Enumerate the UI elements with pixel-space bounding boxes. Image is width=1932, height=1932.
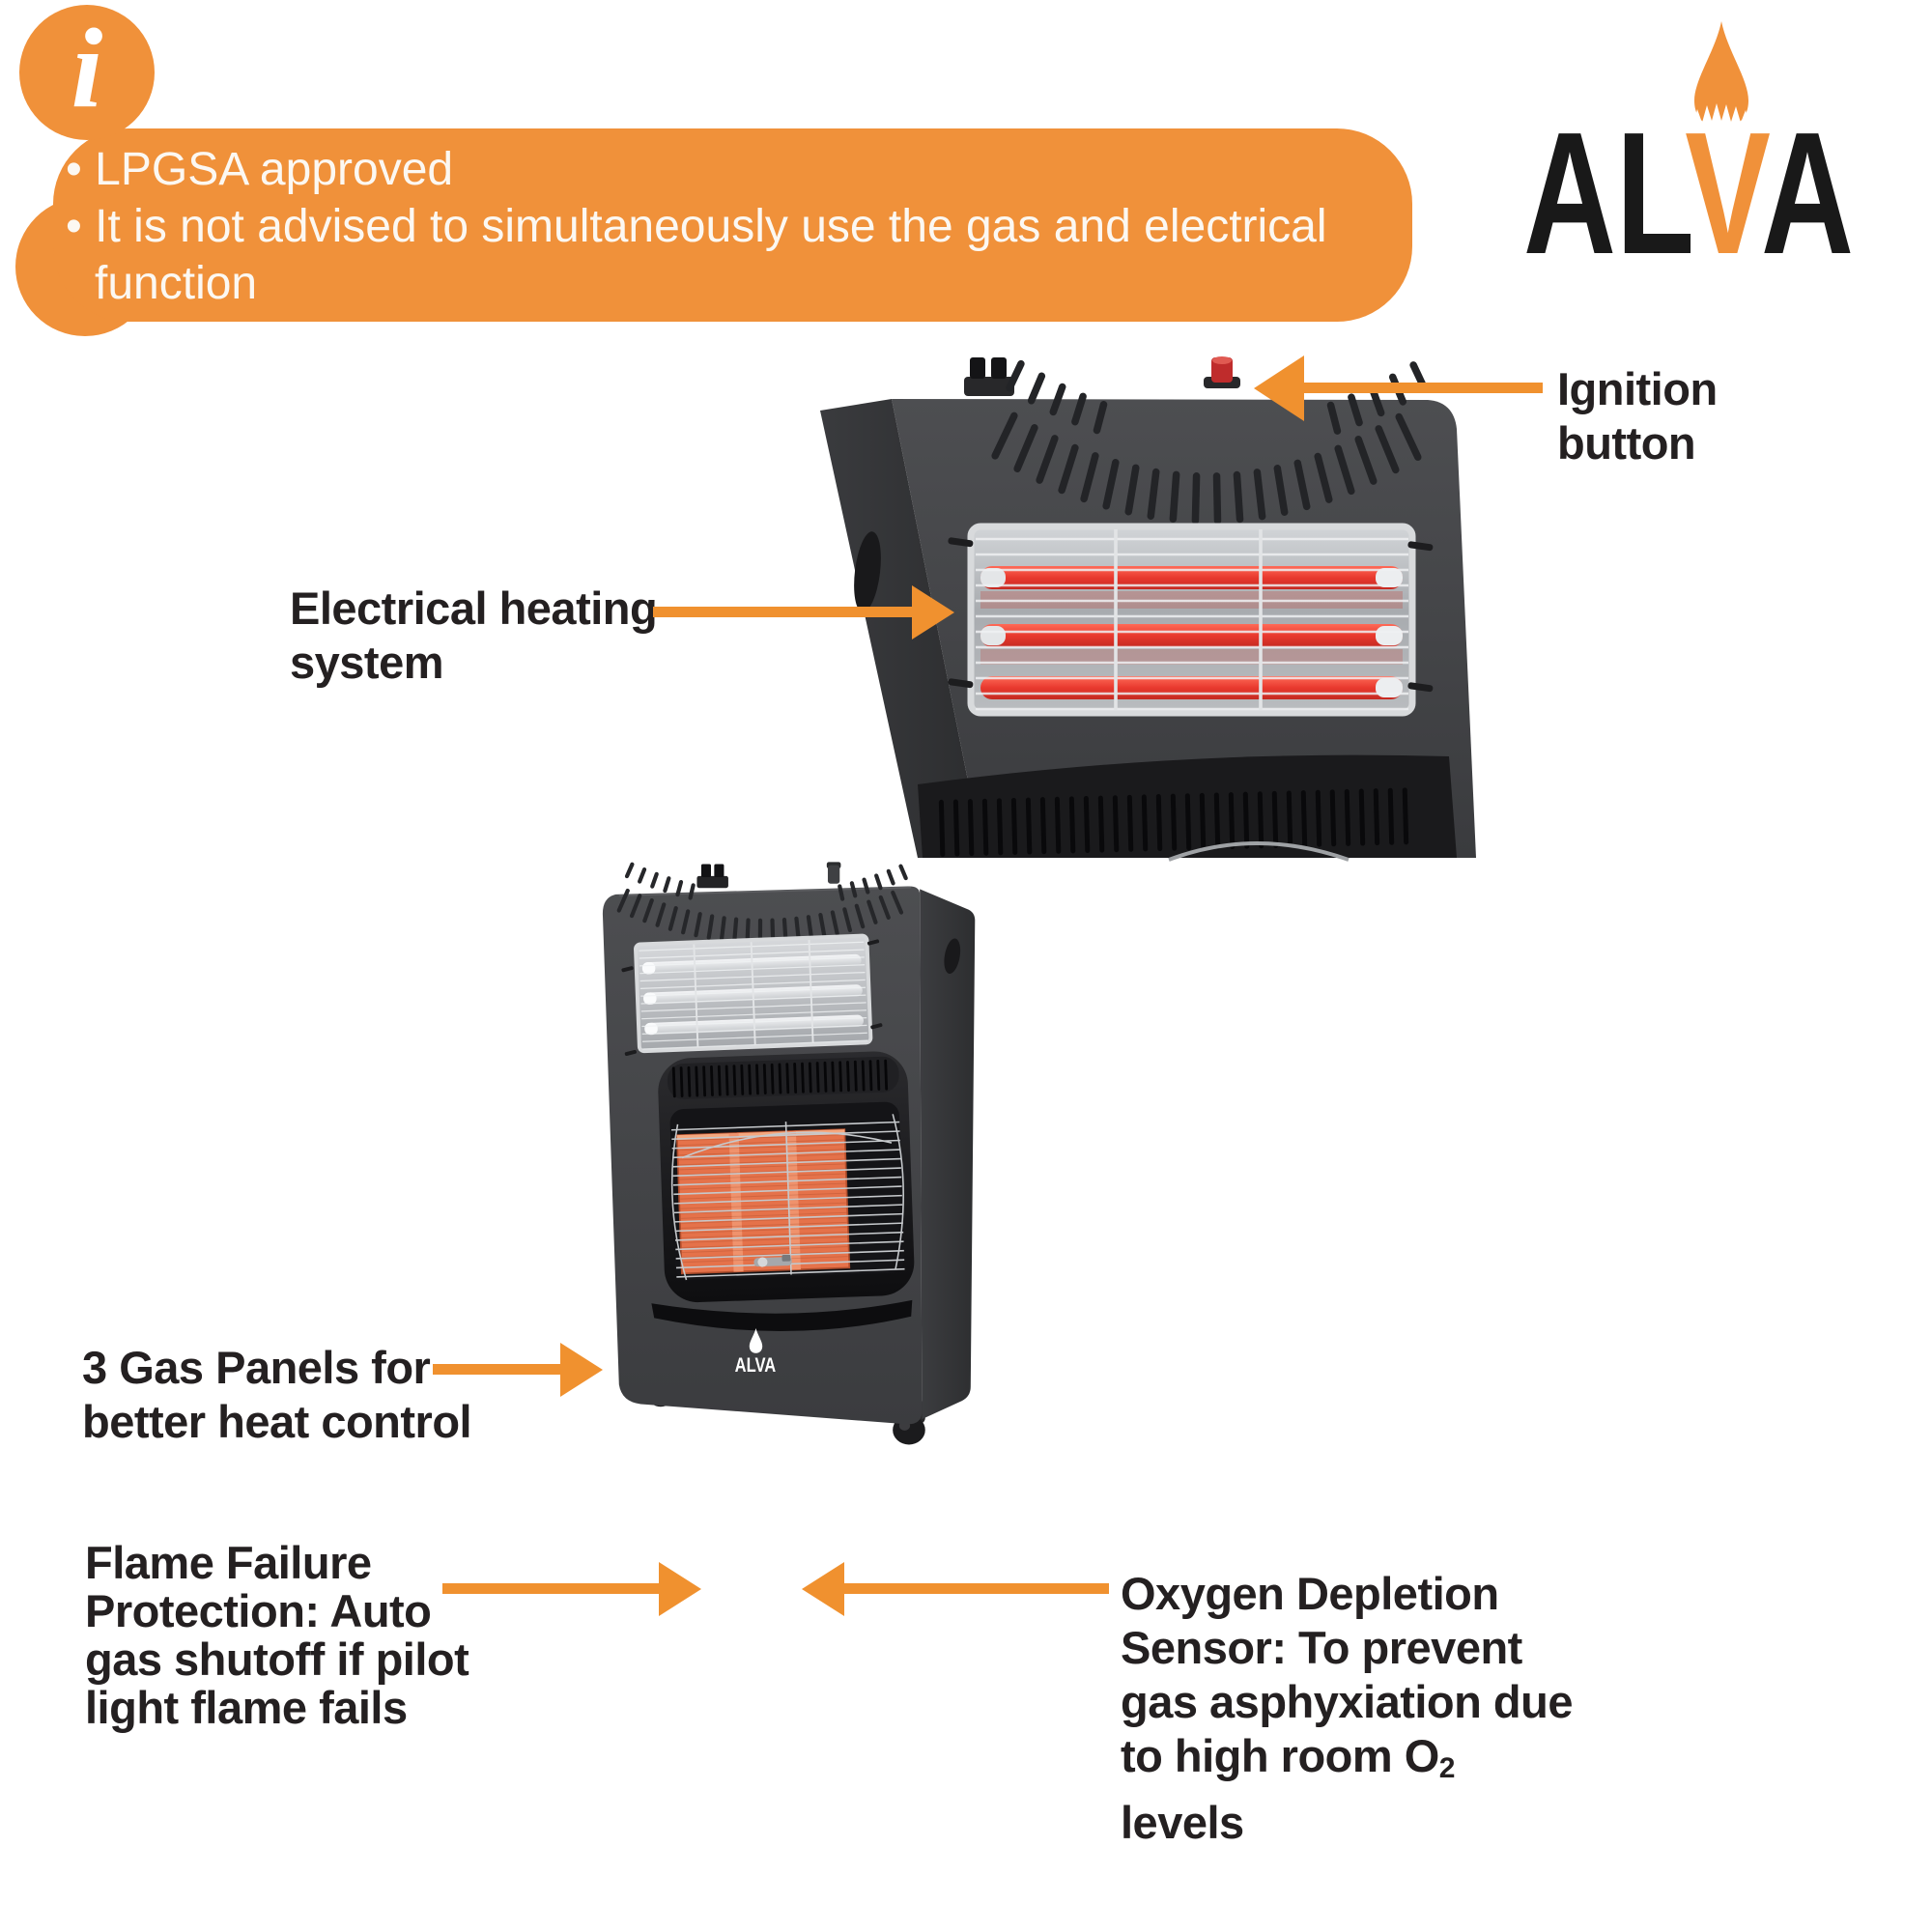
heater-brand-badge: ALVA — [735, 1328, 777, 1377]
gas-door-top — [918, 754, 1457, 862]
ignition-button-red — [1204, 356, 1240, 388]
power-switch — [696, 864, 728, 889]
badge-wordmark: ALVA — [735, 1353, 777, 1377]
brand-wordmark: ALVA — [1523, 97, 1854, 280]
info-banner — [53, 128, 1412, 322]
top-vents — [616, 862, 908, 945]
banner-bullet-item: • LPGSA approved — [66, 144, 454, 195]
badge-flame-icon — [749, 1328, 763, 1353]
electrical-arrow — [653, 607, 912, 617]
callout-ignition-label: Ignition button — [1557, 363, 1718, 469]
oxygen-arrow — [844, 1583, 1109, 1594]
callout-oxygen-label: Oxygen Depletion Sensor: To prevent gas … — [1121, 1568, 1573, 1848]
power-switch — [964, 357, 1014, 396]
brand-flame-icon — [1694, 21, 1748, 128]
ceramic-texture — [678, 1134, 848, 1268]
heater-full-photo: ALVA — [602, 862, 976, 1445]
brand-flame-teeth — [1692, 103, 1750, 129]
banner-bullet-item: • It is not advised to simultaneously us… — [66, 201, 1327, 309]
info-icon-bubble: i — [19, 5, 155, 140]
subscript-2: 2 — [1438, 1752, 1456, 1784]
heater-side-panel — [820, 399, 983, 858]
side-handle-cutout — [944, 938, 961, 975]
door-vent-slats — [671, 1059, 889, 1098]
gas-door — [658, 1051, 915, 1303]
pilot-assembly — [753, 1254, 792, 1267]
info-banner-text: • LPGSA approved • It is not advised to … — [66, 141, 1391, 312]
callout-electrical-label: Electrical heating system — [290, 582, 658, 688]
top-vents — [991, 359, 1429, 525]
ceramic-gas-panel — [675, 1128, 851, 1275]
electric-grill — [948, 523, 1434, 717]
brand-logo: ALVA — [1523, 21, 1854, 280]
info-icon: i — [71, 5, 103, 131]
heater-top-photo — [820, 356, 1476, 862]
ignition-arrow — [1304, 383, 1543, 393]
grill-wires — [976, 537, 1408, 711]
door-vent-slats — [938, 787, 1409, 857]
gas-door-lip — [651, 1299, 913, 1331]
callout-flame-failure-label: Flame Failure Protection: Auto gas shuto… — [85, 1537, 469, 1733]
electric-grill — [621, 933, 883, 1057]
heater-side-panel — [920, 889, 976, 1420]
control-knob — [826, 862, 841, 884]
flame-failure-arrow — [442, 1583, 659, 1594]
gas-panels-arrow — [433, 1364, 560, 1375]
side-handle-cutout — [854, 531, 881, 612]
gas-grill-wires — [670, 1114, 905, 1281]
callout-gas-panels-label: 3 Gas Panels for better heat control — [82, 1342, 472, 1447]
brand-accent-letter: V — [1685, 97, 1770, 280]
